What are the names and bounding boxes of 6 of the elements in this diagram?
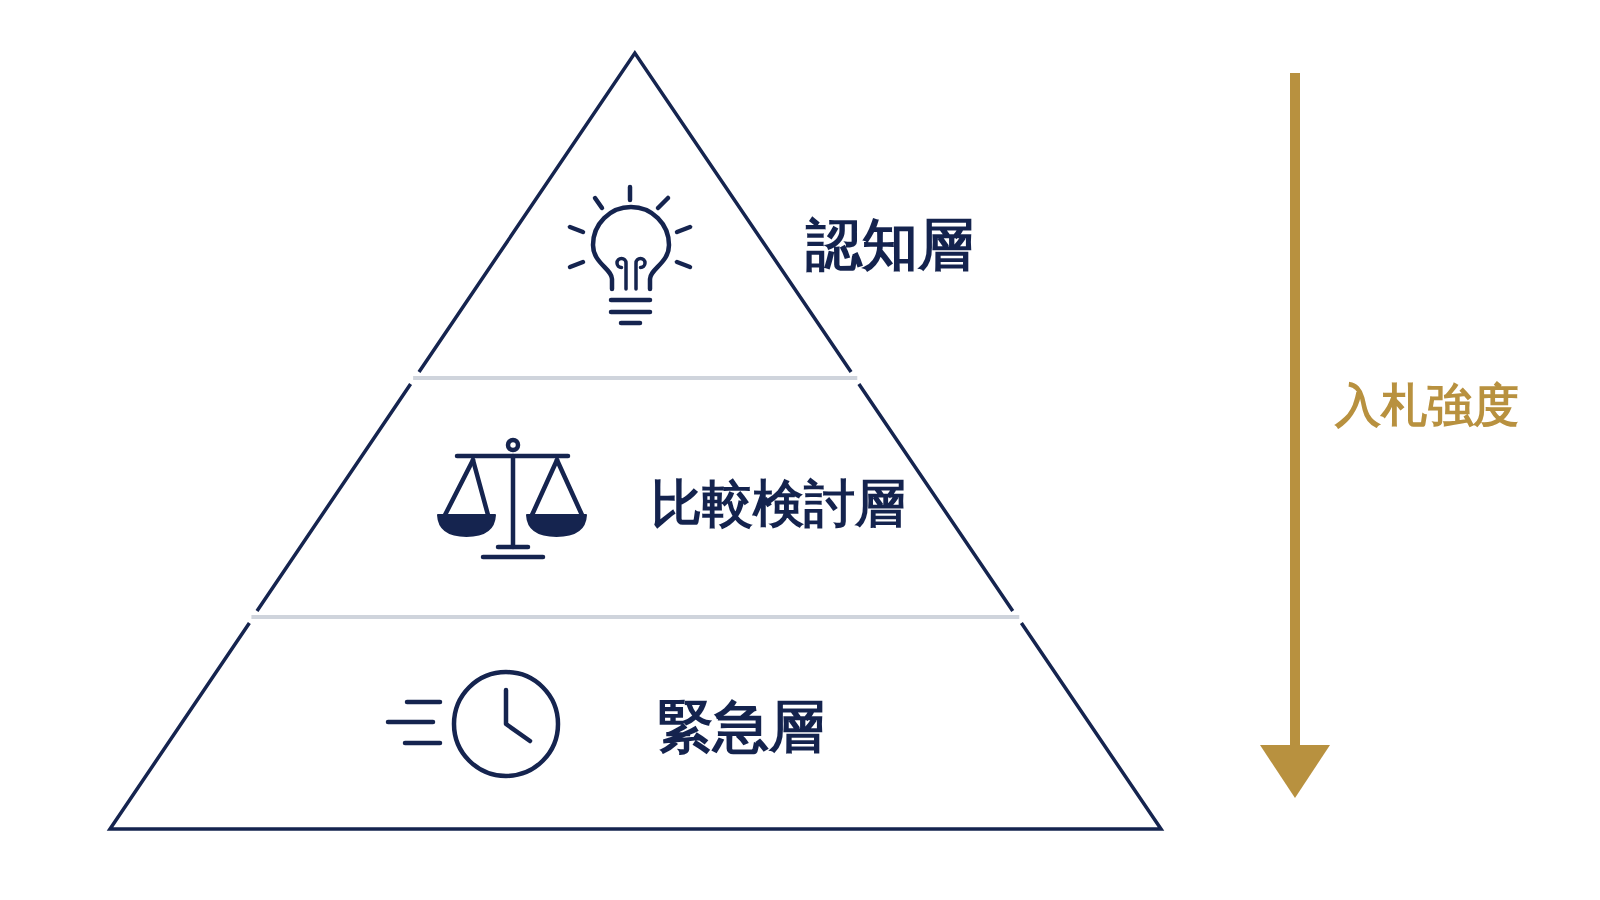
tier-label: 認知層 xyxy=(806,217,974,273)
tier-label: 比較検討層 xyxy=(651,477,906,529)
pyramid-tier xyxy=(106,620,1164,832)
pyramid-tier xyxy=(254,381,1017,614)
tier-label: 緊急層 xyxy=(657,699,825,755)
arrow-label: 入札強度 xyxy=(1335,382,1519,428)
